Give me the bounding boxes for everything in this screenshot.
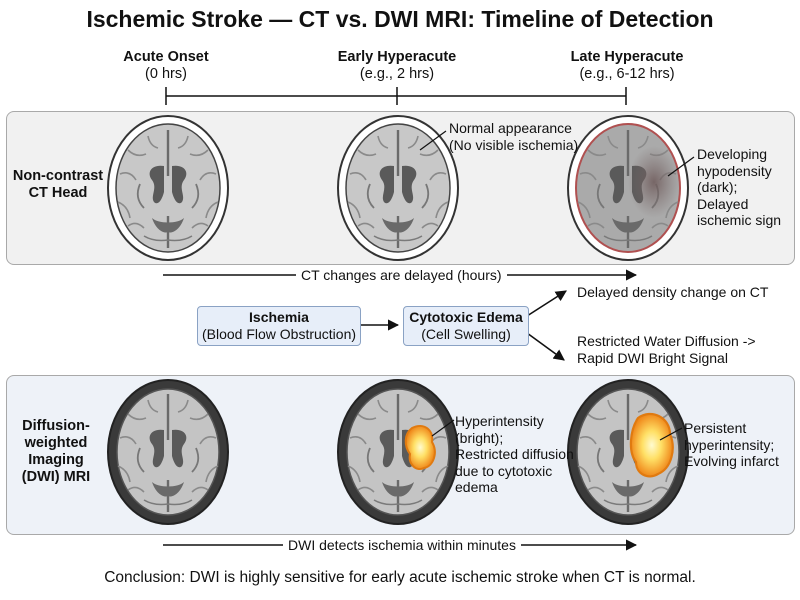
dwi-brain-late: [567, 379, 689, 525]
dwi-note-late-line: Evolving infarct: [684, 453, 779, 469]
dwi-brain-onset: [107, 379, 229, 525]
ct-row-label-line1: Non-contrast: [12, 168, 104, 184]
ct-brain-early: [337, 115, 459, 261]
timeline-onset: Acute Onset (0 hrs): [66, 49, 266, 83]
dwi-note-late-line: hyperintensity;: [684, 436, 775, 453]
dwi-row-label-line: Imaging: [28, 452, 84, 468]
timeline-late-sub: (e.g., 6-12 hrs): [579, 66, 675, 82]
timeline-early: Early Hyperacute (e.g., 2 hrs): [297, 49, 497, 83]
dwi-note-early-line: Restricted diffusion: [455, 446, 574, 462]
ct-note-normal-line2: (No visible ischemia): [449, 136, 579, 153]
dwi-note-early-line: (bright);: [455, 429, 504, 446]
timeline-late-label: Late Hyperacute: [570, 49, 684, 65]
dwi-row-label-line: weighted: [24, 435, 88, 451]
branch-dwi-label: Restricted Water Diffusion -> Rapid DWI …: [577, 333, 756, 366]
timeline-early-label: Early Hyperacute: [337, 49, 457, 65]
ct-arrow-caption: CT changes are delayed (hours): [296, 267, 507, 284]
ct-note-late-line: ischemic sign: [697, 212, 782, 228]
ischemia-title: Ischemia: [249, 309, 309, 325]
dwi-note-late-line: Persistent: [684, 420, 747, 436]
conclusion-text: Conclusion: DWI is highly sensitive for …: [104, 569, 696, 586]
dwi-note-early: Hyperintensity (bright); Restricted diff…: [455, 413, 574, 496]
dwi-row-label: Diffusion- weighted Imaging (DWI) MRI: [10, 418, 102, 486]
ct-row-label-line2: CT Head: [28, 185, 88, 201]
ct-note-normal-line1: Normal appearance: [449, 120, 572, 136]
timeline-onset-sub: (0 hrs): [145, 66, 187, 82]
ct-brain-onset: [107, 115, 229, 261]
dwi-arrow-caption: DWI detects ischemia within minutes: [283, 537, 521, 554]
edema-sub: (Cell Swelling): [421, 326, 511, 342]
ct-brain-late: [567, 115, 689, 261]
ct-note-late-line: Delayed: [697, 195, 749, 212]
ct-row-label: Non-contrast CT Head: [10, 168, 106, 202]
ct-note-late-line: hypodensity: [697, 162, 772, 179]
dwi-note-late: Persistent hyperintensity; Evolving infa…: [684, 420, 779, 470]
branch-dwi-line2: Rapid DWI Bright Signal: [577, 349, 728, 366]
ischemia-sub: (Blood Flow Obstruction): [201, 326, 357, 342]
timeline-onset-label: Acute Onset: [123, 49, 209, 65]
timeline-early-sub: (e.g., 2 hrs): [359, 66, 435, 82]
dwi-note-early-line: edema: [455, 479, 498, 495]
dwi-row-label-line: (DWI) MRI: [21, 469, 91, 485]
edema-box: Cytotoxic Edema (Cell Swelling): [403, 306, 529, 346]
dwi-row-label-line: Diffusion-: [22, 418, 90, 434]
branch-dwi-line1: Restricted Water Diffusion ->: [577, 333, 756, 349]
page-title: Ischemic Stroke — CT vs. DWI MRI: Timeli…: [86, 6, 714, 32]
branch-ct-label: Delayed density change on CT: [577, 284, 769, 300]
ct-note-normal: Normal appearance (No visible ischemia): [449, 120, 578, 153]
dwi-note-early-line: due to cytotoxic: [455, 462, 553, 479]
ct-note-late: Developing hypodensity (dark); Delayed i…: [697, 146, 781, 229]
dwi-brain-early: [337, 379, 459, 525]
dwi-note-early-line: Hyperintensity: [455, 413, 544, 429]
ct-note-late-line: Developing: [697, 146, 768, 162]
edema-title: Cytotoxic Edema: [409, 309, 523, 325]
ct-note-late-line: (dark);: [697, 179, 738, 195]
timeline-late: Late Hyperacute (e.g., 6-12 hrs): [527, 49, 727, 83]
ischemia-box: Ischemia (Blood Flow Obstruction): [197, 306, 361, 346]
